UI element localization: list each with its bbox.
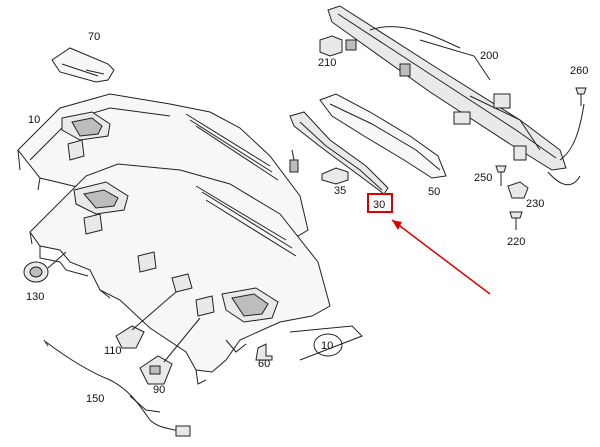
label-210: 210 — [318, 57, 336, 69]
label-30: 30 — [373, 199, 385, 211]
part-30-trim — [289, 111, 389, 195]
label-230: 230 — [526, 198, 544, 210]
part-250-bolt — [495, 165, 507, 186]
part-230-clip — [507, 181, 529, 199]
label-10-bottom: 10 — [321, 340, 333, 352]
part-220-bolt — [509, 211, 523, 230]
part-210-clip — [319, 35, 357, 57]
label-130: 130 — [26, 291, 44, 303]
part-260-bolt — [575, 87, 587, 106]
part-150-cable — [43, 339, 191, 437]
part-10-shelf-lower — [29, 163, 331, 385]
label-150: 150 — [86, 393, 104, 405]
part-110-clip — [115, 291, 177, 349]
part-90-switch — [139, 317, 201, 385]
label-10-upper: 10 — [28, 114, 40, 126]
part-50-cover-strip — [319, 93, 447, 179]
label-200: 200 — [480, 50, 498, 62]
label-260: 260 — [570, 65, 588, 77]
label-220: 220 — [507, 236, 525, 248]
label-110: 110 — [104, 345, 122, 357]
label-70: 70 — [88, 31, 100, 43]
part-130-speaker — [23, 251, 67, 283]
part-60-bracket — [255, 343, 273, 361]
highlight-callout-30 — [367, 193, 491, 295]
assembly-outline — [289, 325, 363, 361]
part-200-roller-blind — [327, 5, 585, 186]
label-50: 50 — [428, 186, 440, 198]
label-90: 90 — [153, 384, 165, 396]
label-35: 35 — [334, 185, 346, 197]
label-60: 60 — [258, 358, 270, 370]
part-35-bracket — [321, 167, 349, 185]
part-70-cover — [51, 47, 115, 83]
label-250: 250 — [474, 172, 492, 184]
